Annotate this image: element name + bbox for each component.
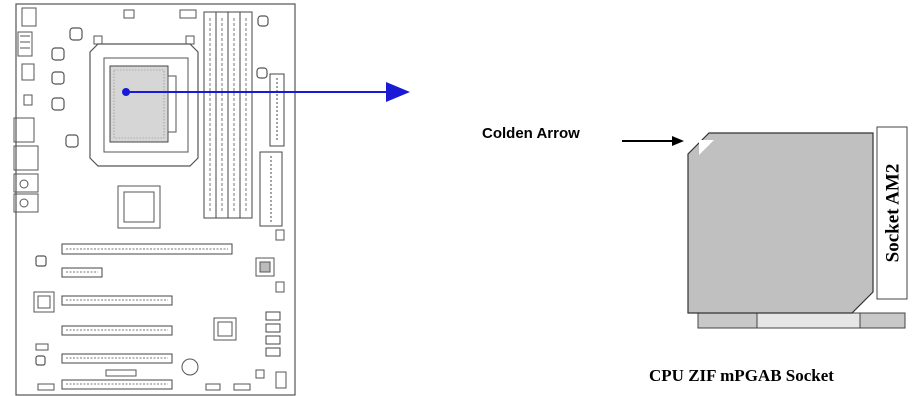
ide-connector bbox=[259, 151, 283, 227]
black-arrowhead-icon bbox=[672, 136, 684, 146]
top-headers bbox=[123, 9, 197, 19]
atx-power-connector bbox=[269, 73, 285, 147]
pointer-arrow bbox=[122, 82, 410, 102]
socket-lever bbox=[756, 312, 861, 329]
golden-arrow-label: Colden Arrow bbox=[482, 125, 580, 142]
dimm-slots bbox=[203, 11, 253, 219]
cpu-socket-on-board bbox=[89, 35, 199, 167]
motherboard-outline bbox=[15, 3, 296, 396]
pci-slots bbox=[61, 295, 173, 390]
bottom-headers bbox=[35, 343, 287, 391]
socket-am2-label: Socket AM2 bbox=[882, 163, 903, 263]
cpu-body bbox=[687, 132, 874, 314]
io-connectors bbox=[13, 7, 39, 213]
pcie-x1-slot bbox=[61, 267, 103, 278]
golden-triangle-icon bbox=[699, 140, 714, 155]
chipset bbox=[117, 185, 161, 229]
sata-connectors bbox=[265, 311, 281, 357]
pointer-arrowhead-icon bbox=[386, 82, 410, 102]
socket-side-panel bbox=[876, 126, 908, 300]
misc-chips bbox=[33, 229, 285, 376]
figure-caption: CPU ZIF mPGAB Socket bbox=[649, 366, 834, 385]
capacitors bbox=[35, 15, 269, 366]
golden-arrow-indicator bbox=[622, 136, 684, 146]
socket-am2-label-box: Socket AM2 bbox=[877, 128, 909, 298]
socket-am2-detail bbox=[687, 126, 908, 329]
pcie-x16-slot bbox=[61, 243, 233, 255]
